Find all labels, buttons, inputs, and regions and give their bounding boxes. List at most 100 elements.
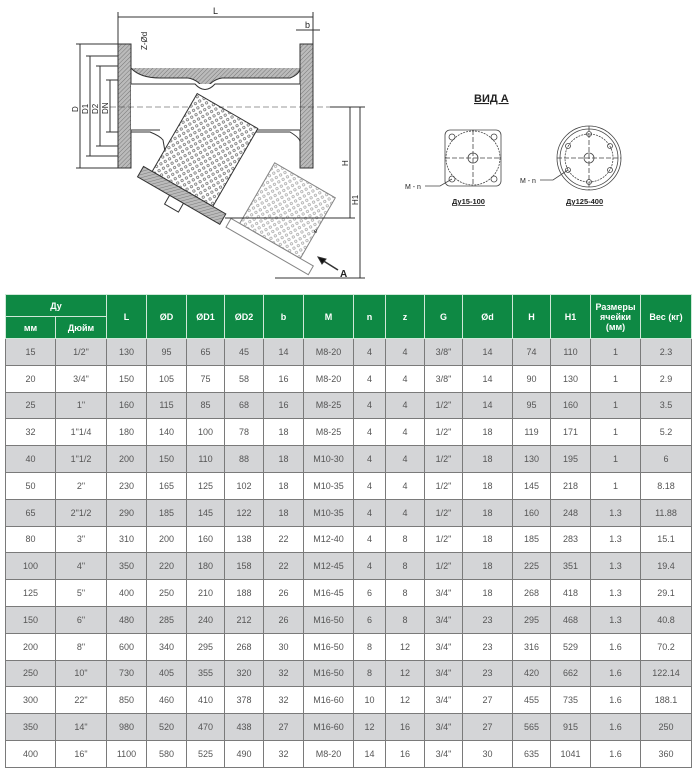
table-cell: 1.6 [590,686,641,715]
table-cell: 27 [462,713,513,741]
header-col: ØD1 [186,294,225,339]
table-cell: 14" [55,713,107,741]
table-cell: 340 [146,632,187,661]
table-cell: 18 [462,418,513,447]
table-cell: 3/4" [424,605,463,634]
table-cell: 735 [550,686,591,715]
table-cell: 14 [353,739,386,768]
table-cell: 525 [186,739,225,768]
strainer-section-view [76,12,365,279]
table-cell: 18 [462,579,513,607]
table-cell: 6 [640,445,692,473]
table-cell: 18 [263,471,304,500]
table-cell: 230 [106,471,147,500]
table-cell: 145 [512,471,551,500]
table-cell: 102 [224,471,264,500]
table-cell: 1.6 [590,632,641,661]
table-cell: 1" [55,391,107,420]
table-cell: 18 [263,418,304,447]
table-cell: 4 [353,338,386,366]
table-cell: 1/2" [424,498,463,527]
table-cell: 2" [55,471,107,500]
table-cell: 12 [385,686,425,715]
table-cell: 320 [224,659,264,688]
table-cell: 16 [263,391,304,420]
table-cell: 1"1/4 [55,418,107,447]
table-cell: 2"1/2 [55,498,107,527]
table-cell: 1.6 [590,659,641,688]
table-cell: 26 [263,605,304,634]
dim-H: H [341,160,350,166]
table-cell: 4 [385,498,425,527]
table-cell: 125 [186,471,225,500]
table-cell: 4 [353,552,386,581]
table-cell: 74 [512,338,551,366]
table-cell: 160 [512,498,551,527]
header-col: ØD [146,294,187,339]
table-cell: 220 [146,552,187,581]
header-col: L [106,294,147,339]
table-cell: 15 [5,338,56,366]
table-cell: 32 [263,739,304,768]
table-cell: M16-50 [303,659,354,688]
table-cell: 110 [550,338,591,366]
table-cell: 32 [263,686,304,715]
table-cell: 4 [353,418,386,447]
header-col: ØD2 [224,294,264,339]
table-cell: 218 [550,471,591,500]
table-cell: 310 [106,525,147,554]
table-cell: 1.6 [590,713,641,741]
table-cell: 6" [55,605,107,634]
view-label-dn125-400: Ду125-400 [566,197,603,206]
table-cell: 22" [55,686,107,715]
table-cell: 115 [146,391,187,420]
table-cell: 10 [353,686,386,715]
table-cell: 730 [106,659,147,688]
table-cell: 350 [106,552,147,581]
table-cell: 520 [146,713,187,741]
table-cell: 45 [224,338,264,366]
table-cell: 145 [186,498,225,527]
table-cell: 350 [5,713,56,741]
table-cell: 400 [106,579,147,607]
table-cell: 460 [146,686,187,715]
table-cell: 16" [55,739,107,768]
header-mm: мм [5,316,56,339]
table-cell: 1.3 [590,498,641,527]
table-cell: 360 [640,739,692,768]
table-cell: 200 [146,525,187,554]
table-cell: 150 [5,605,56,634]
strainer-technical-drawing: L b Z-Ød D D1 D2 DN H H1 e A ВИД А М - n [71,6,622,280]
dimension-labels: L b Z-Ød D D1 D2 DN H H1 e A [71,6,360,280]
table-cell: 1.3 [590,579,641,607]
table-cell: 26 [263,579,304,607]
bolt-label-round: М - n [520,178,536,185]
table-cell: 1"1/2 [55,445,107,473]
table-cell: 95 [146,338,187,366]
dim-DN: DN [101,102,110,114]
table-cell: 18 [462,552,513,581]
table-cell: 1 [590,338,641,366]
table-cell: 316 [512,632,551,661]
table-cell: 23 [462,605,513,634]
table-cell: 4 [385,445,425,473]
table-cell: 3/4" [424,686,463,715]
table-cell: M10-35 [303,498,354,527]
table-cell: 455 [512,686,551,715]
table-cell: 88 [224,445,264,473]
table-cell: 529 [550,632,591,661]
table-cell: 418 [550,579,591,607]
table-cell: 32 [5,418,56,447]
table-cell: 150 [106,364,147,393]
table-cell: 160 [186,525,225,554]
table-cell: 23 [462,659,513,688]
view-a-title: ВИД А [474,93,509,105]
table-cell: 8 [385,605,425,634]
table-cell: 250 [640,713,692,741]
table-cell: 1 [590,418,641,447]
